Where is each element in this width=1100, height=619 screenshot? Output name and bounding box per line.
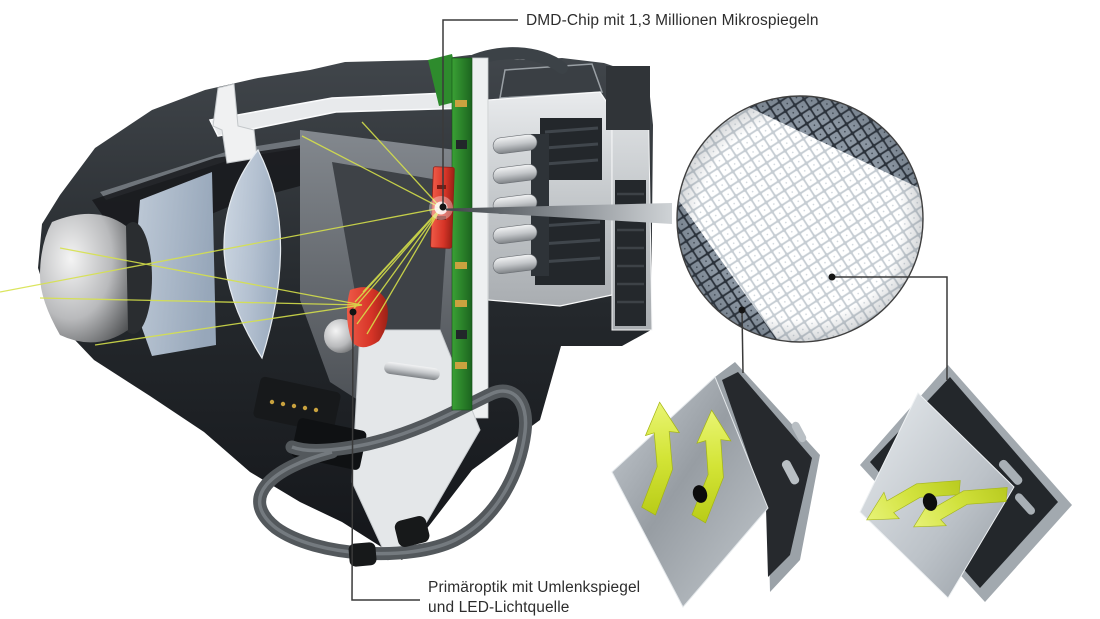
callout-lines [351, 19, 948, 601]
headlight-cutaway [38, 47, 653, 567]
callout-line-tilted-mirror [741, 309, 744, 374]
callout-line-primary-optics [351, 311, 420, 601]
callout-line-bright-mirror [832, 276, 948, 380]
cable-harness [253, 384, 533, 567]
heat-sink [460, 47, 653, 331]
micromirror-magnifier [676, 95, 924, 343]
label-dmd-chip: DMD-Chip mit 1,3 Millionen Mikrospiegeln [526, 11, 819, 31]
outer-fin-block [615, 180, 646, 326]
label-primary-optics-line2: und LED-Lichtquelle [428, 599, 570, 616]
substrate-slot [998, 459, 1023, 485]
mirror-pivot-dot [692, 485, 708, 503]
pcb-board [428, 54, 473, 411]
outer-dark-top [606, 66, 650, 130]
deflection-mirror-red [346, 287, 388, 348]
magnifier-pointer-wedge [446, 203, 672, 224]
callout-dots [349, 203, 836, 316]
mount-screw [384, 361, 440, 381]
micromirror-surface [611, 376, 769, 608]
lower-assembly [253, 329, 533, 567]
front-lens-dome [40, 213, 128, 343]
mirror-pivot-dot [922, 493, 938, 511]
chip-substrate [722, 372, 812, 577]
callout-dot [738, 306, 746, 314]
substrate-slot [1014, 493, 1036, 515]
light-rays [0, 121, 442, 346]
connector-pins [269, 399, 319, 413]
mirror-chip-on-state [611, 362, 820, 608]
label-primary-optics-line1: Primäroptik mit Umlenkspiegel [428, 579, 641, 596]
callout-dot [439, 203, 447, 211]
callout-dot [349, 308, 357, 316]
magnifier-ring [676, 95, 924, 343]
label-primary-optics: Primäroptik mit Umlenkspiegel und LED-Li… [428, 578, 640, 618]
substrate-slot [781, 460, 800, 485]
label-dmd-chip-text: DMD-Chip mit 1,3 Millionen Mikrospiegeln [526, 12, 819, 29]
substrate-slot [791, 421, 807, 443]
cable-grommet [394, 516, 430, 547]
cut-bar-vertical [471, 57, 489, 419]
mirror-chip-off-state [858, 365, 1072, 602]
cable-grommet [348, 542, 377, 567]
heat-pipes [492, 133, 538, 275]
pcb-components [455, 100, 467, 369]
secondary-lens [132, 172, 216, 356]
callout-line-dmd [442, 19, 518, 207]
callout-dot [828, 273, 836, 281]
